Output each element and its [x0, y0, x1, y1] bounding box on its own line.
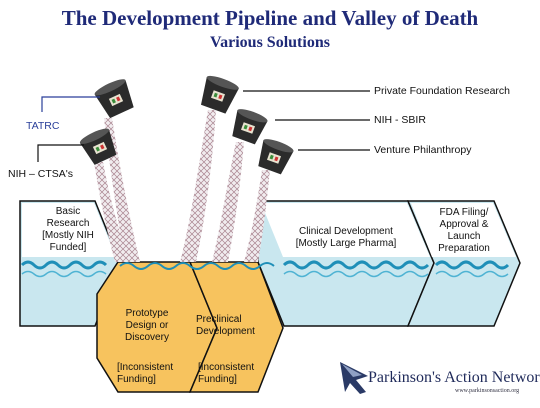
- bucket-venture-icon: [258, 139, 294, 175]
- fda-top: [411, 203, 516, 257]
- venture-label: Venture Philanthropy: [374, 144, 472, 156]
- clinical-development-top: [261, 203, 430, 257]
- stream-private-foundation: [180, 110, 216, 262]
- sbir-label: NIH - SBIR: [374, 114, 426, 126]
- stream-sbir: [212, 142, 244, 262]
- basic-research-label: Basic Research [Mostly NIH Funded]: [42, 206, 94, 253]
- ctsa-label: NIH – CTSA's: [8, 168, 74, 180]
- tatrc-label: TATRC: [26, 120, 60, 132]
- logo-url: www.parkinsonsaction.org: [455, 388, 520, 394]
- wave-clinical: [282, 260, 430, 270]
- page-subtitle: Various Solutions: [210, 34, 330, 51]
- prototype-funding-label: [Inconsistent Funding]: [117, 362, 174, 385]
- clinical-development-label: Clinical Development [Mostly Large Pharm…: [295, 226, 397, 249]
- stream-venture: [244, 170, 270, 262]
- preclinical-funding-label: [Inconsistent Funding]: [198, 362, 255, 385]
- private-foundation-label: Private Foundation Research: [374, 85, 510, 97]
- wave-fda: [434, 260, 510, 270]
- tatrc-connector: [41, 96, 100, 112]
- wave-valley: [119, 262, 275, 270]
- logo-name: Parkinson's Action Network: [368, 369, 540, 386]
- bucket-ctsa-icon: [79, 128, 117, 165]
- page-title: The Development Pipeline and Valley of D…: [61, 6, 479, 30]
- wave-fda-2: [435, 270, 509, 278]
- bucket-sbir-icon: [232, 109, 268, 145]
- stream-ctsa: [94, 162, 130, 262]
- preclinical-label: Preclinical Development: [196, 314, 255, 337]
- wave-basic: [20, 260, 108, 270]
- bucket-tatrc-icon: [94, 79, 134, 119]
- logo-arrow-icon: [340, 362, 368, 394]
- ctsa-connector: [37, 144, 84, 162]
- prototype-label: Prototype Design or Discovery: [125, 308, 169, 343]
- wave-clinical-2: [283, 270, 429, 278]
- wave-basic-2: [21, 270, 107, 278]
- basic-research-top: [22, 203, 116, 257]
- bucket-private-foundation-icon: [200, 75, 239, 114]
- fda-label: FDA Filing/ Approval & Launch Preparatio…: [438, 207, 490, 254]
